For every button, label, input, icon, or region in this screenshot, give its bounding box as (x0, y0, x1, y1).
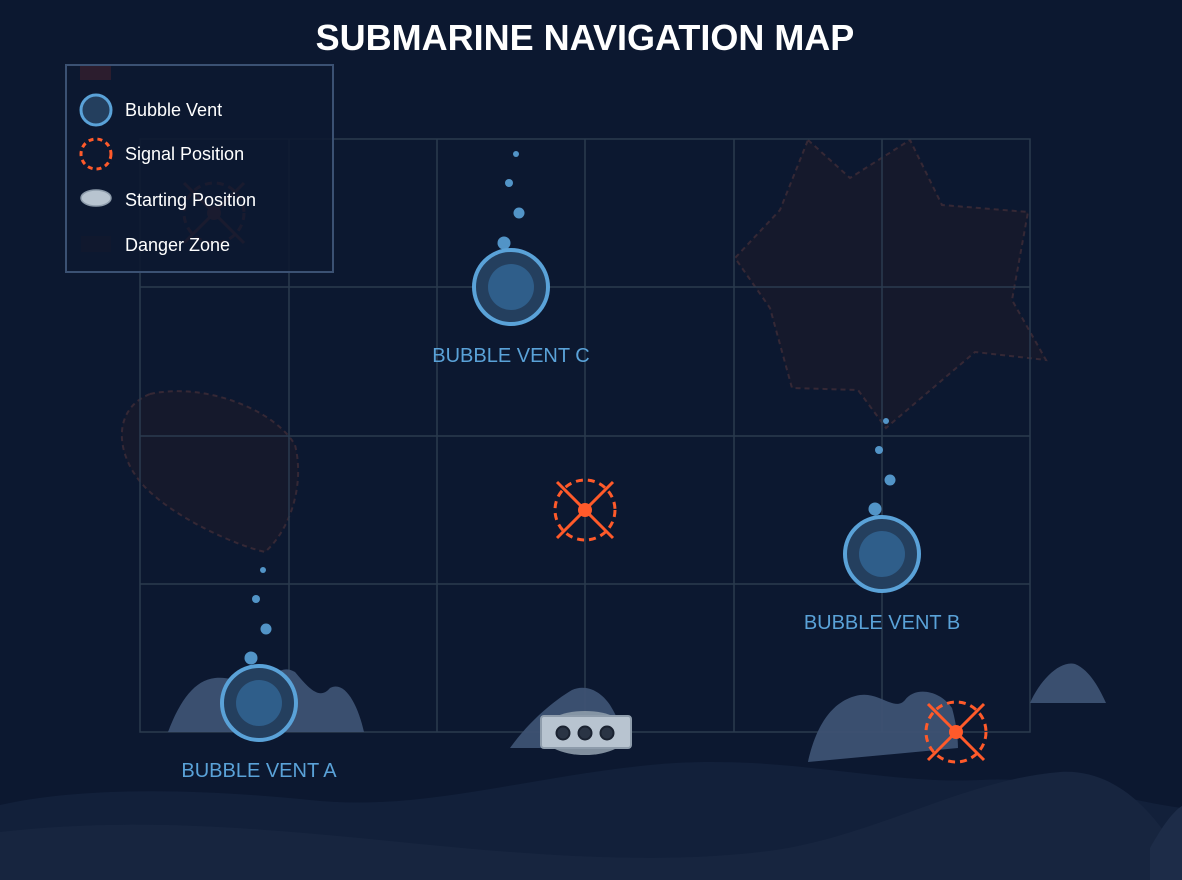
page-title: SUBMARINE NAVIGATION MAP (316, 17, 855, 58)
legend-box (65, 64, 334, 273)
danger-zone-west (120, 390, 300, 554)
bubble-vent-a: BUBBLE VENT A (181, 567, 337, 782)
map-grid (139, 138, 1031, 733)
legend-label-starting-position: Starting Position (125, 190, 256, 210)
legend-label-bubble-vent: Bubble Vent (125, 100, 222, 120)
legend-label-danger-zone: Danger Zone (125, 235, 230, 255)
legend-item-danger-zone: Danger Zone (81, 235, 230, 255)
legend-item-starting-position: Starting Position (80, 189, 256, 210)
signal-marker-southeast (924, 700, 988, 764)
legend-top-swatch (80, 66, 111, 80)
danger-zone-icon (81, 236, 111, 252)
signal-marker-center (553, 478, 617, 542)
bubble-vent-a-label: BUBBLE VENT A (181, 760, 337, 782)
bubble-trail-c (497, 151, 525, 250)
map-legend: Bubble Vent Signal Position Starting Pos… (65, 64, 334, 273)
bubble-vent-b: BUBBLE VENT B (804, 418, 960, 634)
rock-b-left (808, 691, 958, 762)
bubble-vent-c: BUBBLE VENT C (432, 151, 590, 367)
seabed-right-bump (1150, 806, 1182, 880)
legend-item-bubble-vent: Bubble Vent (79, 93, 222, 127)
submarine-icon (540, 711, 632, 755)
bubble-vent-c-label: BUBBLE VENT C (432, 345, 589, 367)
danger-zone-east (733, 138, 1048, 430)
bubble-vent-icon (79, 93, 113, 127)
bubble-trail-a (244, 567, 272, 665)
bubble-trail-b (868, 418, 896, 516)
signal-position-icon (79, 137, 113, 171)
starting-position-icon (80, 189, 112, 207)
seabed-front (0, 771, 1182, 880)
legend-label-signal-position: Signal Position (125, 144, 244, 164)
bubble-vent-b-label: BUBBLE VENT B (804, 612, 960, 634)
legend-item-signal-position: Signal Position (79, 137, 244, 171)
rock-far-right (1030, 663, 1106, 703)
